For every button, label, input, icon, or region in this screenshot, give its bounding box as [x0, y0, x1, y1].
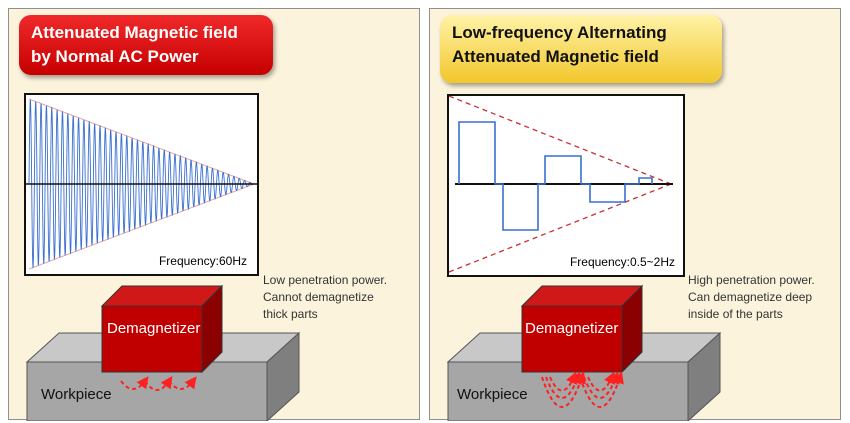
note-line-2: Cannot demagnetize: [263, 290, 374, 304]
note-line-3: inside of the parts: [688, 307, 783, 321]
title-line-2: Attenuated Magnetic field: [452, 47, 659, 66]
frequency-label: Frequency:0.5~2Hz: [569, 255, 675, 269]
penetration-note: High penetration power. Can demagnetize …: [688, 272, 838, 323]
note-line-3: thick parts: [263, 307, 318, 321]
frequency-label: Frequency:60Hz: [158, 254, 247, 268]
note-line-1: High penetration power.: [688, 273, 815, 287]
low-freq-waveform-graph: [449, 96, 673, 273]
envelope-upper: [28, 98, 255, 185]
panel-low-frequency: Low-frequency Alternating Attenuated Mag…: [429, 8, 841, 421]
title-normal-ac: Attenuated Magnetic field by Normal AC P…: [19, 15, 273, 75]
demagnetizer-scene: [25, 284, 301, 421]
penetration-note: Low penetration power. Cannot demagnetiz…: [263, 272, 413, 323]
demagnetizer-top: [520, 285, 644, 307]
title-line-1: Low-frequency Alternating: [452, 23, 667, 42]
title-low-frequency: Low-frequency Alternating Attenuated Mag…: [440, 15, 722, 83]
demagnetizer-front: [101, 305, 203, 373]
workpiece-label: Workpiece: [457, 386, 528, 403]
title-line-1: Attenuated Magnetic field: [31, 23, 238, 42]
ac-waveform-graph: [26, 98, 257, 270]
deep-field-lines: [541, 371, 624, 408]
note-line-2: Can demagnetize deep: [688, 290, 813, 304]
workpiece-label: Workpiece: [41, 386, 112, 403]
demagnetizer-label: Demagnetizer: [107, 320, 201, 337]
shallow-field-lines: [120, 376, 197, 391]
waveform-box-60hz: Frequency:60Hz: [24, 93, 259, 276]
envelope-lower: [28, 183, 255, 270]
demagnetizer-front: [521, 305, 623, 373]
title-line-2: by Normal AC Power: [31, 47, 199, 66]
envelope-upper: [449, 96, 672, 185]
demagnetizer-top: [100, 285, 224, 307]
waveform-box-low-freq: Frequency:0.5~2Hz: [447, 94, 685, 277]
note-line-1: Low penetration power.: [263, 273, 388, 287]
demagnetizer-label: Demagnetizer: [525, 320, 619, 337]
envelope-lower: [449, 183, 672, 273]
demagnetizer-scene: [446, 284, 722, 421]
square-wave: [458, 121, 653, 231]
panel-normal-ac: Attenuated Magnetic field by Normal AC P…: [8, 8, 420, 421]
